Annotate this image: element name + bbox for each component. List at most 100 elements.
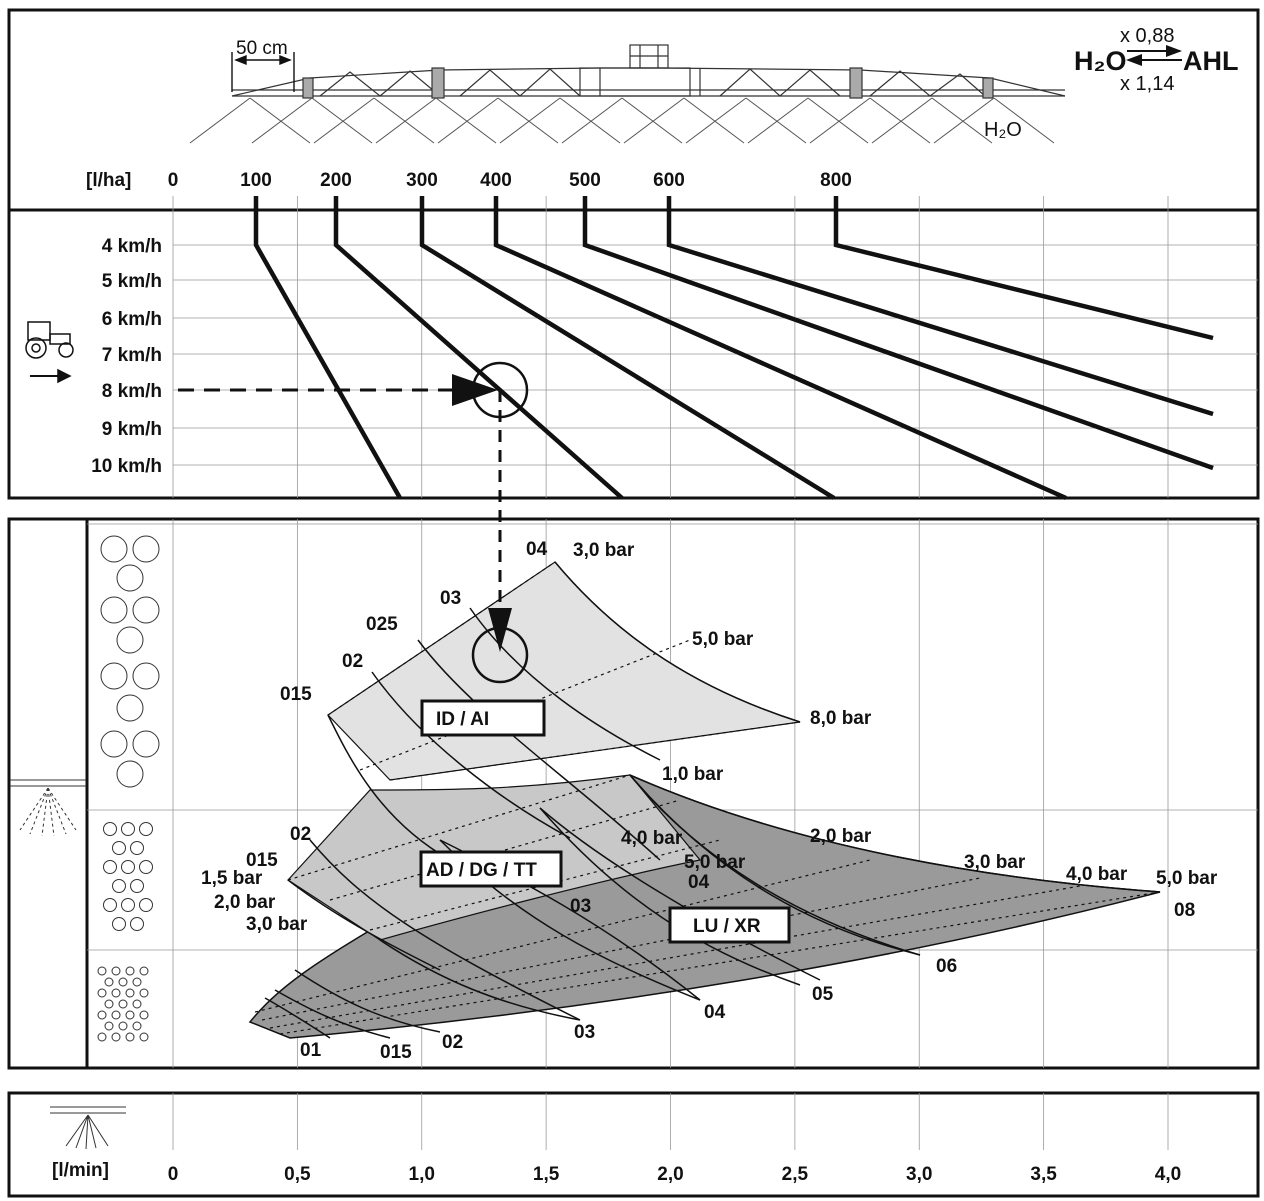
- medium-droplet-icon: [121, 860, 135, 874]
- conversion-to-ahl: AHL: [1183, 46, 1239, 76]
- spray-cones: [189, 97, 1055, 144]
- id-ai-pressure-3-0: 3,0 bar: [573, 540, 635, 561]
- id-ai-nozzle-curves: [327, 561, 801, 861]
- medium-droplet-icon: [130, 917, 144, 931]
- rate-line: [833, 196, 1214, 341]
- medium-droplet-icon: [130, 841, 144, 855]
- fine-droplet-icon: [104, 977, 114, 987]
- coarse-droplet-icon: [116, 564, 144, 592]
- speed-label: 6 km/h: [102, 309, 162, 330]
- flow-tick-label: 0: [168, 1164, 179, 1185]
- flow-tick-label: 3,0: [906, 1164, 932, 1185]
- rate-tick-label: 0: [168, 170, 179, 191]
- group-label-id-ai: ID / AI: [436, 709, 489, 730]
- fine-droplet-icon: [118, 1021, 128, 1031]
- spray-cone: [189, 97, 311, 144]
- rate-tick-label: 300: [406, 170, 438, 191]
- flow-unit-label: [l/min]: [52, 1160, 109, 1181]
- fine-droplet-icon: [111, 1010, 121, 1020]
- id-ai-nozzle-03: 03: [440, 588, 461, 609]
- conversion-factor-to-water: x 1,14: [1120, 73, 1174, 95]
- ad-dg-tt-nozzle-03: 03: [570, 896, 591, 917]
- id-ai-pressure-5-0: 5,0 bar: [692, 629, 754, 650]
- medium-droplet-icon: [130, 879, 144, 893]
- fine-droplet-icon: [132, 977, 142, 987]
- rate-line: [419, 196, 836, 500]
- fine-droplet-icon: [132, 1021, 142, 1031]
- conversion-from-water: H₂O: [1074, 46, 1127, 76]
- arrow-right-icon: [452, 374, 498, 406]
- fine-droplet-icon: [118, 999, 128, 1009]
- coarse-droplet-icon: [132, 730, 160, 758]
- fine-droplet-icon: [97, 988, 107, 998]
- fine-droplet-icon: [111, 1032, 121, 1042]
- fine-droplet-icon: [139, 1010, 149, 1020]
- rate-line: [582, 196, 1214, 471]
- spray-cone: [561, 97, 683, 144]
- fine-droplet-icon: [97, 1032, 107, 1042]
- coarse-droplet-icon: [116, 694, 144, 722]
- spray-cone: [313, 97, 435, 144]
- spray-cone: [251, 97, 373, 144]
- flow-tick-label: 2,5: [782, 1164, 809, 1185]
- coarse-droplet-icon: [100, 662, 128, 690]
- id-ai-nozzle-015: 015: [280, 684, 312, 705]
- boom-nozzle-icon: [10, 779, 86, 837]
- rate-unit-label: [l/ha]: [86, 170, 131, 191]
- medium-droplet-icon: [121, 898, 135, 912]
- fine-droplet-icon: [125, 988, 135, 998]
- lu-xr-pressure-5-0: 5,0 bar: [1156, 868, 1218, 889]
- droplet-size-icons: [97, 535, 160, 1042]
- medium-droplet-icon: [112, 917, 126, 931]
- flow-tick-label: 1,0: [409, 1164, 435, 1185]
- top-panel-frame: [7, 8, 1260, 500]
- ad-dg-tt-nozzle-04: 04: [688, 872, 710, 893]
- lu-xr-nozzle-04: 04: [704, 1002, 726, 1023]
- lu-xr-pressure-4-0: 4,0 bar: [1066, 864, 1128, 885]
- fine-droplet-icon: [111, 988, 121, 998]
- id-ai-pressure-8-0: 8,0 bar: [810, 708, 872, 729]
- example-reading: [178, 361, 529, 684]
- spray-cone: [623, 97, 745, 144]
- ad-dg-tt-labels: 015 02 03 04 1,5 bar 2,0 bar 3,0 bar 4,0…: [201, 824, 746, 935]
- speed-label: 5 km/h: [102, 271, 162, 292]
- medium-droplet-icon: [112, 879, 126, 893]
- speed-label: 8 km/h: [102, 381, 162, 402]
- id-ai-labels: 015 02 025 03 04 1,0 bar 3,0 bar 5,0 bar…: [280, 539, 872, 785]
- lu-xr-nozzle-08: 08: [1174, 900, 1195, 921]
- id-ai-nozzle-02: 02: [342, 651, 363, 672]
- bottom-panel-frame: [7, 1091, 1260, 1198]
- rate-tick-label: 400: [480, 170, 512, 191]
- rate-tick-label: 500: [569, 170, 601, 191]
- ad-dg-tt-pressure-lines: [287, 774, 721, 931]
- fine-droplet-icon: [139, 988, 149, 998]
- id-ai-pressure-1-0: 1,0 bar: [662, 764, 724, 785]
- coarse-droplet-icon: [132, 662, 160, 690]
- medium-droplet-icon: [139, 822, 153, 836]
- lu-xr-pressure-3-0: 3,0 bar: [964, 852, 1026, 873]
- spray-cone: [437, 97, 559, 144]
- rate-tick-label: 100: [240, 170, 272, 191]
- id-ai-nozzle-04: 04: [526, 539, 548, 560]
- rate-lines: [253, 196, 1214, 501]
- fine-droplet-icon: [132, 999, 142, 1009]
- rate-line: [253, 196, 402, 500]
- spray-cone: [499, 97, 621, 144]
- flow-tick-label: 3,5: [1030, 1164, 1057, 1185]
- flow-tick-label: 1,5: [533, 1164, 560, 1185]
- id-ai-nozzle-025: 025: [366, 614, 398, 635]
- ad-dg-tt-pressure-5-0: 5,0 bar: [684, 852, 746, 873]
- lu-xr-pressure-2-0: 2,0 bar: [810, 826, 872, 847]
- fine-droplet-icon: [118, 977, 128, 987]
- conversion-legend: x 0,88 H₂O AHL x 1,14: [1074, 25, 1239, 95]
- speed-labels: 4 km/h5 km/h6 km/h7 km/h8 km/h9 km/h10 k…: [91, 236, 162, 477]
- rate-line: [333, 196, 624, 500]
- coarse-droplet-icon: [132, 535, 160, 563]
- bottom-nozzle-icon: [50, 1106, 126, 1150]
- coarse-droplet-icon: [116, 626, 144, 654]
- arrow-down-icon: [488, 608, 512, 652]
- lu-xr-nozzle-05: 05: [812, 984, 834, 1005]
- flow-tick-label: 2,0: [657, 1164, 683, 1185]
